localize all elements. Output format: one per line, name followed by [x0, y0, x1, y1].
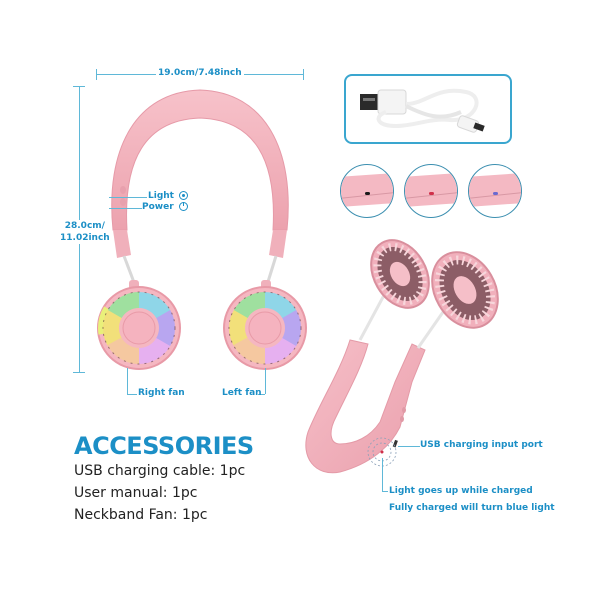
- width-dimension-tick-right: [303, 69, 304, 80]
- right-fan-label: Right fan: [138, 388, 185, 398]
- height-dimension-inch: 11.02inch: [58, 232, 112, 244]
- power-label: Power: [142, 202, 188, 212]
- indicator-dot-red: [429, 192, 434, 195]
- indicator-off-closeup: [340, 164, 394, 218]
- right-fan-callout-line-v: [127, 368, 128, 394]
- width-dimension-tick-left: [96, 69, 97, 80]
- neckband-front-view: [111, 89, 289, 294]
- accessory-item: User manual: 1pc: [74, 485, 198, 501]
- light-callout-line: [109, 197, 147, 198]
- light-button-icon: [179, 191, 189, 200]
- left-fan-label: Left fan: [222, 388, 262, 398]
- indicator-dot-off: [365, 192, 370, 195]
- indicator-dot-blue: [493, 192, 498, 195]
- light-note-line1: Light goes up while charged: [389, 486, 533, 496]
- height-dimension-tick-top: [73, 86, 85, 87]
- accessory-item: Neckband Fan: 1pc: [74, 507, 208, 523]
- height-dimension-label: 28.0cm/ 11.02inch: [58, 220, 112, 244]
- power-button-icon: [178, 202, 188, 211]
- neckband-angled-view: [305, 239, 499, 474]
- usb-port-label: USB charging input port: [420, 440, 543, 450]
- light-note-line2: Fully charged will turn blue light: [389, 503, 555, 513]
- left-fan-callout-line-v: [265, 368, 266, 394]
- light-label: Light: [148, 191, 189, 201]
- left-fan-callout-line-h: [258, 394, 265, 395]
- indicator-charged-closeup: [468, 164, 522, 218]
- height-dimension-cm: 28.0cm/: [58, 220, 112, 232]
- right-fan-rainbow: [97, 286, 181, 370]
- light-note-callout-line-v: [382, 458, 383, 491]
- light-note-callout-line-h: [382, 491, 388, 492]
- usb-cable-image: [360, 88, 485, 133]
- right-fan-callout-line-h: [127, 394, 137, 395]
- height-dimension-tick-bottom: [73, 372, 85, 373]
- indicator-charging-closeup: [404, 164, 458, 218]
- accessories-section: ACCESSORIES USB charging cable: 1pc User…: [74, 432, 254, 526]
- accessories-title: ACCESSORIES: [74, 432, 254, 460]
- width-dimension-label: 19.0cm/7.48inch: [156, 68, 244, 78]
- usb-port-callout-line: [398, 446, 420, 447]
- left-fan-rainbow: [223, 286, 307, 370]
- power-callout-line: [109, 208, 142, 209]
- accessory-item: USB charging cable: 1pc: [74, 463, 246, 479]
- usb-cable-box: [344, 74, 512, 144]
